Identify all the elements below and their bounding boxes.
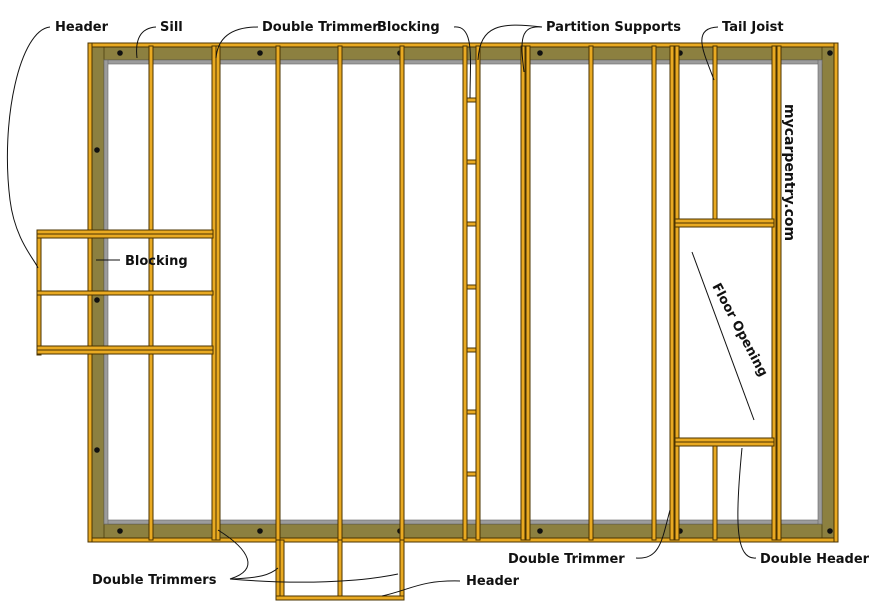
labels: Header Sill Double Trimmer Blocking Part…	[55, 20, 870, 589]
label-header-top: Header	[55, 20, 109, 35]
header	[674, 222, 775, 228]
leader-header	[6, 26, 51, 269]
anchor-bolt	[537, 50, 543, 56]
floor-frame	[36, 42, 839, 601]
leader-double-trimmer-bottom	[635, 509, 671, 559]
label-blocking-top: Blocking	[377, 20, 440, 35]
floor-joist	[520, 45, 526, 541]
blocking	[466, 471, 477, 477]
header	[674, 441, 775, 447]
blocking	[466, 159, 477, 165]
floor-joist	[215, 45, 221, 541]
tail-joist	[712, 445, 718, 541]
label-double-trimmer-top: Double Trimmer	[262, 20, 379, 35]
blocking	[466, 221, 477, 227]
leader-partition-1	[477, 24, 543, 61]
cantilever-joist	[36, 233, 214, 239]
trimmer-extension	[279, 539, 285, 601]
leader-tail-joist	[701, 26, 719, 81]
header	[674, 218, 775, 224]
anchor-bolt	[827, 50, 833, 56]
joist-extension	[337, 539, 343, 601]
anchor-bolt	[827, 528, 833, 534]
anchor-bolt	[94, 147, 100, 153]
floor-joist	[462, 45, 468, 541]
blocking	[466, 347, 477, 353]
leader-header-bottom	[381, 580, 461, 597]
label-tail-joist: Tail Joist	[722, 20, 784, 35]
label-floor-opening: Floor Opening	[708, 281, 770, 380]
floor-joist	[669, 45, 675, 541]
cantilever-joist	[36, 345, 214, 351]
cantilever-joist	[36, 349, 214, 355]
label-double-header: Double Header	[760, 552, 870, 567]
cantilever-joist	[36, 229, 214, 235]
leader-double-trimmer	[215, 26, 259, 59]
anchor-bolt	[537, 528, 543, 534]
floor-joist	[525, 45, 531, 541]
floor-joist	[399, 45, 405, 541]
anchor-bolt	[117, 528, 123, 534]
label-blocking-left: Blocking	[125, 254, 188, 269]
label-double-trimmer-bottom: Double Trimmer	[508, 552, 625, 567]
tail-joist	[712, 45, 718, 221]
leader-sill	[136, 26, 157, 59]
header	[674, 437, 775, 443]
label-header-bottom: Header	[466, 574, 520, 589]
label-double-trimmers: Double Trimmers	[92, 573, 217, 588]
label-sill: Sill	[160, 20, 183, 35]
leader-partition-2	[521, 26, 543, 73]
floor-joist	[771, 45, 777, 541]
trimmer-extension	[275, 539, 281, 601]
anchor-bolt	[257, 50, 263, 56]
leader-blocking	[453, 26, 472, 99]
foundation-right	[817, 59, 823, 525]
floor-joist	[275, 45, 281, 541]
blocking	[466, 97, 477, 103]
leader-trimmers-1	[217, 529, 249, 580]
blocking	[466, 284, 477, 290]
leader-trimmers-2	[229, 567, 279, 580]
floor-joist	[651, 45, 657, 541]
cantilever-joist	[36, 290, 214, 296]
rim-right	[833, 42, 839, 543]
leader-lines	[6, 24, 757, 597]
floor-joist	[588, 45, 594, 541]
label-partition-supports: Partition Supports	[546, 20, 681, 35]
floor-joist	[674, 45, 680, 541]
floor-joist	[475, 45, 481, 541]
anchor-bolt	[94, 297, 100, 303]
anchor-bolt	[117, 50, 123, 56]
floor-joist	[776, 45, 782, 541]
floor-joist	[337, 45, 343, 541]
leader-floor-opening	[691, 251, 755, 421]
bumpout-header	[275, 595, 405, 601]
leader-trimmers-3	[229, 573, 399, 583]
watermark: mycarpentry.com	[781, 104, 797, 241]
anchor-bolt	[94, 447, 100, 453]
anchor-bolt	[257, 528, 263, 534]
blocking	[466, 409, 477, 415]
leader-double-header	[737, 447, 757, 559]
